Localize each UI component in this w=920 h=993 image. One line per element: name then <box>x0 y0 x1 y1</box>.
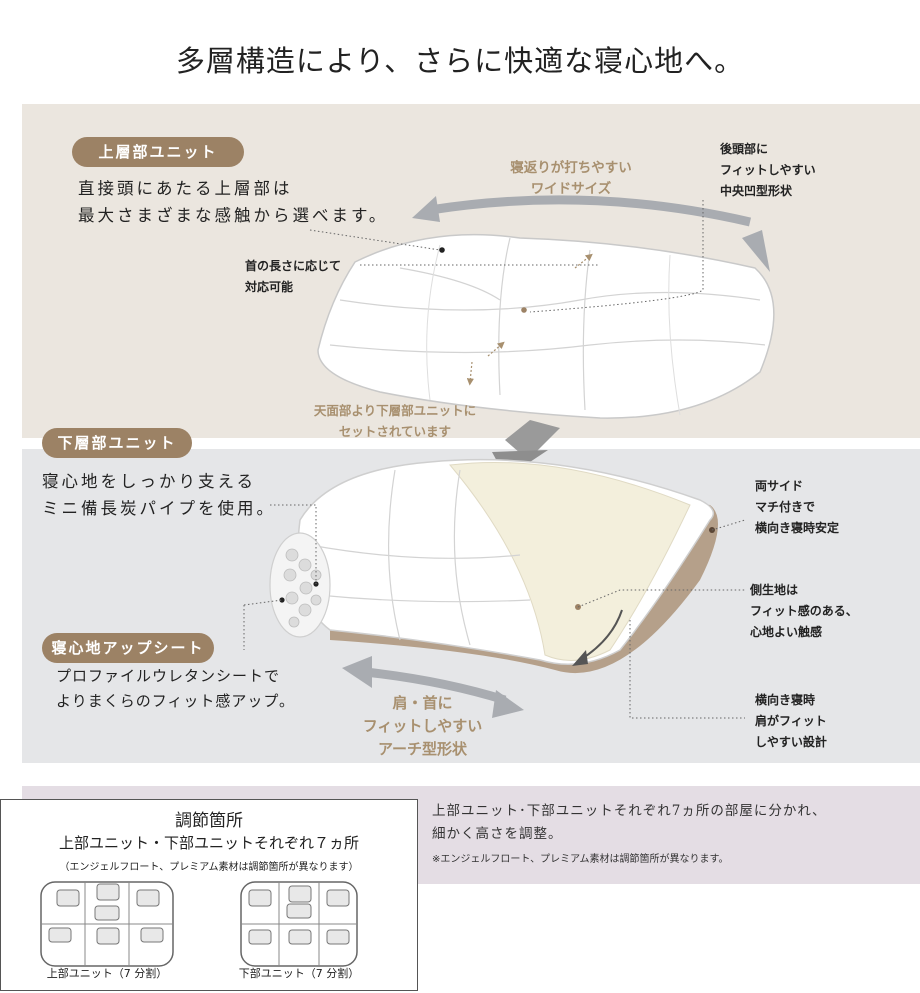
upper-pillow-unit <box>317 233 775 419</box>
upsheet-desc-line-1: プロファイルウレタンシートで <box>56 667 281 685</box>
upper-unit-diagram-label: 上部ユニット（7 分割） <box>46 967 168 980</box>
page-title: 多層構造により、さらに快適な寝心地へ。 <box>175 44 745 78</box>
lower-lead-line-1: 寝心地をしっかり支える <box>42 472 257 491</box>
upsheet-desc-line-2: よりまくらのフィット感アップ。 <box>56 692 295 710</box>
upper-lead-line-1: 直接頭にあたる上層部は <box>78 179 293 198</box>
center-concave-callout: 後頭部に フィットしやすい 中央凹型形状 <box>720 142 816 198</box>
side-sleep-callout: 横向き寝時 肩がフィット しやすい設計 <box>755 693 827 749</box>
adjust-points-box: 調節箇所 上部ユニット・下部ユニットそれぞれ７ヵ所 （エンジェルフロート、プレミ… <box>0 799 418 991</box>
adjust-description-line-1: 上部ユニット･下部ユニットそれぞれ7ヵ所の部屋に分かれ、 <box>432 803 827 819</box>
side-fabric-callout: 側生地は フィット感のある、 心地よい触感 <box>750 583 858 639</box>
upsheet-pill: 寝心地アップシート <box>42 633 214 663</box>
adjust-subtitle: 上部ユニット・下部ユニットそれぞれ７ヵ所 <box>58 834 359 852</box>
lower-unit-diagram <box>240 881 358 967</box>
lower-pillow-unit <box>269 458 718 674</box>
adjust-description-line-2: 細かく高さを調整。 <box>432 826 563 842</box>
wide-size-callout: 寝返りが打ちやすい ワイドサイズ <box>510 160 632 197</box>
pillow-illustration <box>243 195 775 719</box>
lower-lead-line-2: ミニ備長炭パイプを使用。 <box>42 499 276 518</box>
side-gusset-callout: 両サイド マチ付きで 横向き寝時安定 <box>755 479 840 535</box>
lower-unit-diagram-label: 下部ユニット（7 分割） <box>238 967 360 980</box>
neck-length-callout: 首の長さに応じて 対応可能 <box>245 259 342 294</box>
wide-size-arrow <box>412 195 770 272</box>
material-note: ※エンジェルフロート、プレミアム素材は調節箇所が異なります。 <box>432 854 729 865</box>
arch-shape-callout: 肩・首に フィットしやすい アーチ型形状 <box>362 694 483 758</box>
upper-unit-pill: 上層部ユニット <box>72 137 244 167</box>
upper-unit-diagram <box>40 881 174 967</box>
lower-unit-pill: 下層部ユニット <box>42 428 192 458</box>
upper-lead-line-2: 最大さまざまな感触から選べます。 <box>78 206 389 225</box>
adjust-title: 調節箇所 <box>175 811 243 831</box>
shoulder-arch-arrow <box>342 656 524 718</box>
adjust-note: （エンジェルフロート、プレミアム素材は調節箇所が異なります） <box>59 862 359 873</box>
set-position-note: 天面部より下層部ユニットに セットされています <box>313 403 477 439</box>
adjust-description: 上部ユニット･下部ユニットそれぞれ7ヵ所の部屋に分かれ、 細かく高さを調整。 <box>432 800 912 846</box>
